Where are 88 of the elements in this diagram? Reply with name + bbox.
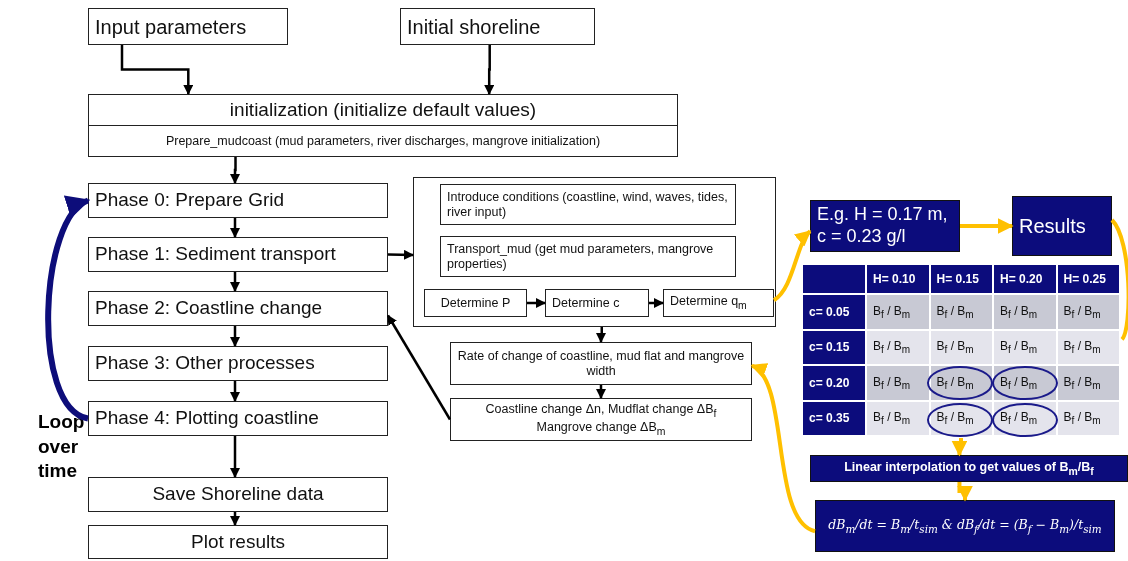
process-box	[88, 346, 388, 381]
process-box	[88, 525, 388, 559]
table-cell: B$_{f}$ / B$_{m}$	[993, 329, 1057, 365]
node-label: Plot results	[190, 530, 286, 554]
table-cell: B$_{f}$ / B$_{m}$	[1056, 294, 1120, 330]
arrow	[960, 218, 1014, 234]
node-label: Input parameters	[94, 14, 248, 39]
node-label: Phase 4: Plotting coastline	[94, 407, 320, 430]
loop-arrow	[45, 198, 90, 422]
node-label: Coastline change Δn, Mudflat change ΔB$_{f}$ Mangrove change ΔB$_{m}$	[484, 401, 718, 438]
formula-text: dB$_{m}$/dt = B$_{m}$/t$_{sim}$ & dB$_{f}$/dt = (B$_{f}$ − B$_{m}$)/t$_{sim}$	[827, 517, 1103, 535]
input-box	[88, 8, 288, 45]
process-box	[440, 184, 736, 225]
process-box	[450, 398, 752, 441]
example-box	[810, 200, 960, 252]
header-cell: c= 0.15	[802, 329, 866, 365]
data-table	[800, 262, 1122, 438]
process-box	[88, 237, 388, 272]
node-label: Prepare_mudcoast (mud parameters, river discharges, mangrove initialization)	[89, 125, 677, 156]
table-cell: B$_{f}$ / B$_{m}$	[866, 329, 930, 365]
node-label: Introduce conditions (coastline, wind, waves, tides, river input)	[446, 189, 729, 220]
process-box	[440, 236, 736, 277]
header-cell: H= 0.15	[929, 264, 993, 294]
table-cell: B$_{f}$ / B$_{m}$	[929, 329, 993, 365]
arrow	[596, 327, 606, 343]
process-box	[424, 289, 527, 317]
table-cell: B$_{f}$ / B$_{m}$	[929, 294, 993, 330]
header-cell: c= 0.35	[802, 400, 866, 436]
process-box	[545, 289, 649, 317]
arrow	[230, 436, 240, 478]
arrow	[596, 385, 606, 399]
arrow	[957, 482, 973, 502]
node-label: Save Shoreline data	[151, 483, 325, 506]
arrow	[649, 298, 664, 308]
node-label: Rate of change of coastline, mud flat and mangrove width	[456, 348, 746, 379]
header-cell: c= 0.20	[802, 365, 866, 401]
node-label: Determine P	[439, 295, 512, 311]
node-label: Phase 1: Sediment transport	[94, 243, 337, 266]
node-label: Determine q$_{m}$	[669, 294, 748, 312]
table-cell: B$_{f}$ / B$_{m}$	[866, 365, 930, 401]
table-cell: B$_{f}$ / B$_{m}$	[866, 294, 930, 330]
node-label: Linear interpolation to get values of B$_{m}$/B$_{f}$	[843, 459, 1095, 478]
arrow	[951, 438, 968, 457]
formula-box	[815, 500, 1115, 552]
arrow	[386, 314, 452, 421]
node-label: Phase 3: Other processes	[94, 352, 316, 375]
node-label: Determine c	[551, 295, 621, 311]
node-label: Phase 0: Prepare Grid	[94, 189, 286, 212]
arrow	[527, 298, 546, 308]
arrow	[230, 381, 240, 402]
group-box	[413, 177, 776, 327]
node-label: Transport_mud (get mud parameters, mangrove properties)	[446, 241, 715, 272]
header-cell: c= 0.05	[802, 294, 866, 330]
arrow	[230, 326, 240, 347]
result-box	[1012, 196, 1112, 256]
node-label: Initial shoreline	[406, 14, 542, 39]
table-cell: B$_{f}$ / B$_{m}$	[1056, 365, 1120, 401]
connector-line	[1110, 218, 1128, 341]
loop-label: Loop over time	[38, 410, 82, 484]
arrow	[750, 364, 816, 533]
arrow	[230, 218, 240, 238]
header-cell: H= 0.25	[1056, 264, 1120, 294]
arrow	[230, 272, 240, 292]
table-cell: B$_{f}$ / B$_{m}$	[993, 294, 1057, 330]
node-label: Phase 2: Coastline change	[94, 297, 324, 320]
process-box	[88, 401, 388, 436]
table-cell: B$_{f}$ / B$_{m}$	[1056, 400, 1120, 436]
header-cell: H= 0.10	[866, 264, 930, 294]
arrow	[772, 229, 812, 302]
process-box	[450, 342, 752, 385]
process-box	[88, 183, 388, 218]
process-box	[663, 289, 774, 317]
arrow	[230, 157, 240, 184]
process-box	[88, 94, 678, 157]
process-box	[88, 477, 388, 512]
arrow	[484, 45, 495, 95]
table-cell: B$_{f}$ / B$_{m}$	[866, 400, 930, 436]
node-label: E.g. H = 0.17 m, c = 0.23 g/l	[816, 204, 949, 248]
arrow	[120, 45, 194, 95]
input-box	[400, 8, 595, 45]
node-label: initialization (initialize default values)	[228, 97, 538, 122]
header-cell: H= 0.20	[993, 264, 1057, 294]
process-box	[88, 291, 388, 326]
arrow	[387, 249, 414, 260]
arrow	[230, 512, 240, 526]
node-label: Results	[1018, 214, 1087, 238]
table-cell: B$_{f}$ / B$_{m}$	[1056, 329, 1120, 365]
process-box	[810, 455, 1128, 482]
